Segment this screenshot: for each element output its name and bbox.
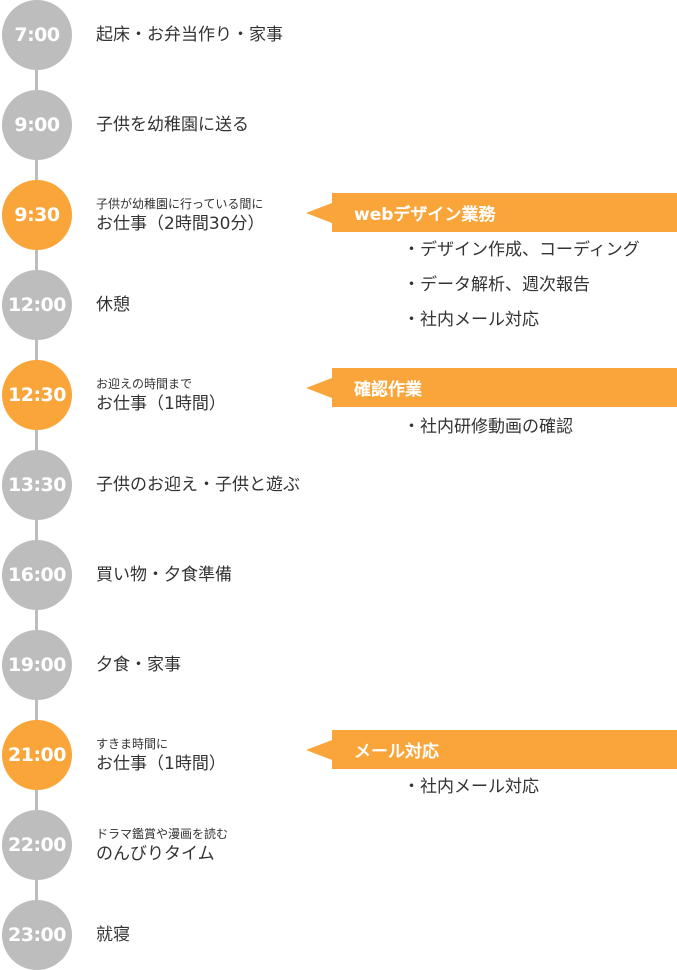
time-badge: 22:00 — [2, 810, 72, 880]
time-badge: 7:00 — [2, 0, 72, 70]
time-badge: 19:00 — [2, 630, 72, 700]
work-detail-item: ・デザイン作成、コーディング — [403, 240, 640, 260]
activity-note: ドラマ鑑賞や漫画を読む — [96, 826, 229, 841]
activity-label: 休憩 — [96, 295, 130, 315]
time-badge: 9:00 — [2, 90, 72, 160]
activity-label: 夕食・家事 — [96, 655, 181, 675]
work-detail-list: ・デザイン作成、コーディング ・データ解析、週次報告 ・社内メール対応 — [403, 233, 640, 338]
activity-label: 子供のお迎え・子供と遊ぶ — [96, 475, 300, 495]
work-callout-web-design: webデザイン業務 — [306, 193, 677, 232]
work-detail-list: ・社内研修動画の確認 — [403, 410, 573, 445]
schedule-row-2300: 23:00 就寝 — [0, 900, 677, 970]
activity-label: お仕事（1時間） — [96, 753, 226, 774]
time-badge: 23:00 — [2, 900, 72, 970]
activity-label: のんびりタイム — [96, 843, 215, 864]
time-badge: 9:30 — [2, 180, 72, 250]
activity-label: 起床・お弁当作り・家事 — [96, 25, 283, 45]
time-badge: 12:00 — [2, 270, 72, 340]
schedule-row-1200: 12:00 休憩 — [0, 270, 677, 340]
schedule-row-2100: 21:00 すきま時間に お仕事（1時間） — [0, 720, 677, 790]
activity-note: すきま時間に — [96, 736, 169, 751]
schedule-row-0700: 7:00 起床・お弁当作り・家事 — [0, 0, 677, 70]
work-detail-list: ・社内メール対応 — [403, 770, 539, 805]
time-badge: 16:00 — [2, 540, 72, 610]
work-detail-item: ・社内メール対応 — [403, 310, 539, 330]
schedule-row-1600: 16:00 買い物・夕食準備 — [0, 540, 677, 610]
time-badge: 13:30 — [2, 450, 72, 520]
activity-note: お迎えの時間まで — [96, 376, 193, 391]
schedule-row-0900: 9:00 子供を幼稚園に送る — [0, 90, 677, 160]
activity-label: お仕事（2時間30分） — [96, 213, 265, 234]
work-detail-item: ・社内研修動画の確認 — [403, 417, 573, 437]
schedule-row-1230: 12:30 お迎えの時間まで お仕事（1時間） — [0, 360, 677, 430]
schedule-row-0930: 9:30 子供が幼稚園に行っている間に お仕事（2時間30分） — [0, 180, 677, 250]
time-badge: 21:00 — [2, 720, 72, 790]
work-callout-review: 確認作業 — [306, 368, 677, 407]
activity-note: 子供が幼稚園に行っている間に — [96, 196, 264, 211]
work-detail-item: ・データ解析、週次報告 — [403, 275, 590, 295]
time-badge: 12:30 — [2, 360, 72, 430]
activity-label: 子供を幼稚園に送る — [96, 115, 249, 135]
schedule-row-1900: 19:00 夕食・家事 — [0, 630, 677, 700]
activity-label: 買い物・夕食準備 — [96, 565, 232, 585]
activity-label: 就寝 — [96, 925, 130, 945]
work-callout-email: メール対応 — [306, 730, 677, 769]
schedule-row-2200: 22:00 ドラマ鑑賞や漫画を読む のんびりタイム — [0, 810, 677, 880]
work-detail-item: ・社内メール対応 — [403, 777, 539, 797]
schedule-row-1330: 13:30 子供のお迎え・子供と遊ぶ — [0, 450, 677, 520]
activity-label: お仕事（1時間） — [96, 393, 226, 414]
